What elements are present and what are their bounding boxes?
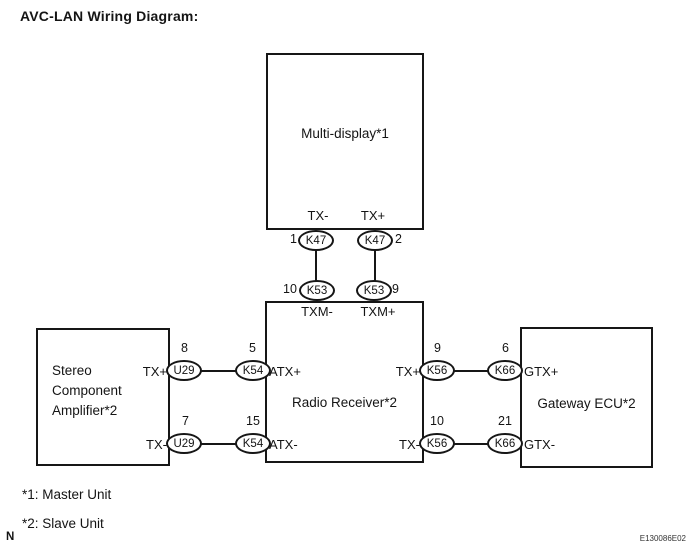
pin-k66-top: 6: [502, 341, 509, 355]
stereo-amplifier-box: [36, 328, 170, 466]
stereo-port-tx-plus: TX+: [142, 364, 167, 379]
wire-u29-k54-top: [200, 370, 237, 372]
connector-k53-right: K53: [356, 280, 392, 301]
pin-k56-top: 9: [434, 341, 441, 355]
diagram-title: AVC-LAN Wiring Diagram:: [20, 8, 199, 24]
stereo-port-tx-minus: TX-: [146, 437, 167, 452]
stereo-amplifier-label: Stereo Component Amplifier*2: [52, 361, 122, 421]
radio-port-txm-minus: TXM-: [301, 304, 333, 319]
connector-k56-bottom: K56: [419, 433, 455, 454]
connector-k53-left: K53: [299, 280, 335, 301]
stereo-amplifier-label-line1: Stereo: [52, 363, 92, 378]
radio-port-txm-plus: TXM+: [360, 304, 396, 319]
footnote-slave-unit: *2: Slave Unit: [22, 516, 104, 531]
stereo-amplifier-label-line2: Component: [52, 383, 122, 398]
wire-k47-k53-left: [315, 250, 317, 281]
connector-k66-bottom: K66: [487, 433, 523, 454]
pin-k56-bottom: 10: [430, 414, 444, 428]
connector-u29-top: U29: [166, 360, 202, 381]
gateway-port-gtx-minus: GTX-: [524, 437, 556, 452]
pin-k53-right: 9: [392, 282, 399, 296]
footnote-master-unit: *1: Master Unit: [22, 487, 112, 502]
pin-u29-top: 8: [181, 341, 188, 355]
multi-display-box: [266, 53, 424, 230]
radio-port-tx-minus: TX-: [399, 437, 420, 452]
pin-u29-bottom: 7: [182, 414, 189, 428]
pin-k54-top: 5: [249, 341, 256, 355]
connector-k54-bottom: K54: [235, 433, 271, 454]
connector-k47-right: K47: [357, 230, 393, 251]
radio-receiver-label: Radio Receiver*2: [291, 395, 398, 410]
connector-id: K53: [306, 284, 328, 297]
connector-id: K47: [305, 234, 327, 247]
gateway-port-gtx-plus: GTX+: [524, 364, 559, 379]
connector-id: K54: [242, 437, 264, 450]
connector-id: K47: [364, 234, 386, 247]
connector-id: U29: [173, 364, 195, 377]
page-marker: N: [6, 531, 15, 543]
wire-k56-k66-bottom: [453, 443, 489, 445]
stereo-amplifier-label-line3: Amplifier*2: [52, 403, 118, 418]
wire-k47-k53-right: [374, 250, 376, 281]
connector-k56-top: K56: [419, 360, 455, 381]
radio-port-atx-minus: ATX-: [269, 437, 298, 452]
pin-k53-left: 10: [283, 282, 297, 296]
radio-port-tx-plus: TX+: [395, 364, 420, 379]
pin-k54-bottom: 15: [246, 414, 260, 428]
connector-id: K66: [494, 437, 516, 450]
wire-u29-k54-bottom: [200, 443, 237, 445]
radio-receiver-box: [265, 301, 424, 463]
connector-k66-top: K66: [487, 360, 523, 381]
connector-id: K56: [426, 364, 448, 377]
connector-u29-bottom: U29: [166, 433, 202, 454]
connector-id: K54: [242, 364, 264, 377]
multi-display-label: Multi-display*1: [301, 126, 389, 141]
gateway-ecu-box: [520, 327, 653, 468]
radio-port-atx-plus: ATX+: [269, 364, 301, 379]
connector-id: K53: [363, 284, 385, 297]
multi-display-port-tx-minus: TX-: [307, 208, 329, 223]
wire-k56-k66-top: [453, 370, 489, 372]
connector-id: K56: [426, 437, 448, 450]
figure-code: E130086E02: [639, 534, 686, 543]
pin-k47-left: 1: [290, 232, 297, 246]
pin-k47-right: 2: [395, 232, 402, 246]
pin-k66-bottom: 21: [498, 414, 512, 428]
gateway-ecu-label: Gateway ECU*2: [537, 396, 636, 411]
connector-id: U29: [173, 437, 195, 450]
multi-display-port-tx-plus: TX+: [360, 208, 386, 223]
connector-k47-left: K47: [298, 230, 334, 251]
connector-k54-top: K54: [235, 360, 271, 381]
connector-id: K66: [494, 364, 516, 377]
